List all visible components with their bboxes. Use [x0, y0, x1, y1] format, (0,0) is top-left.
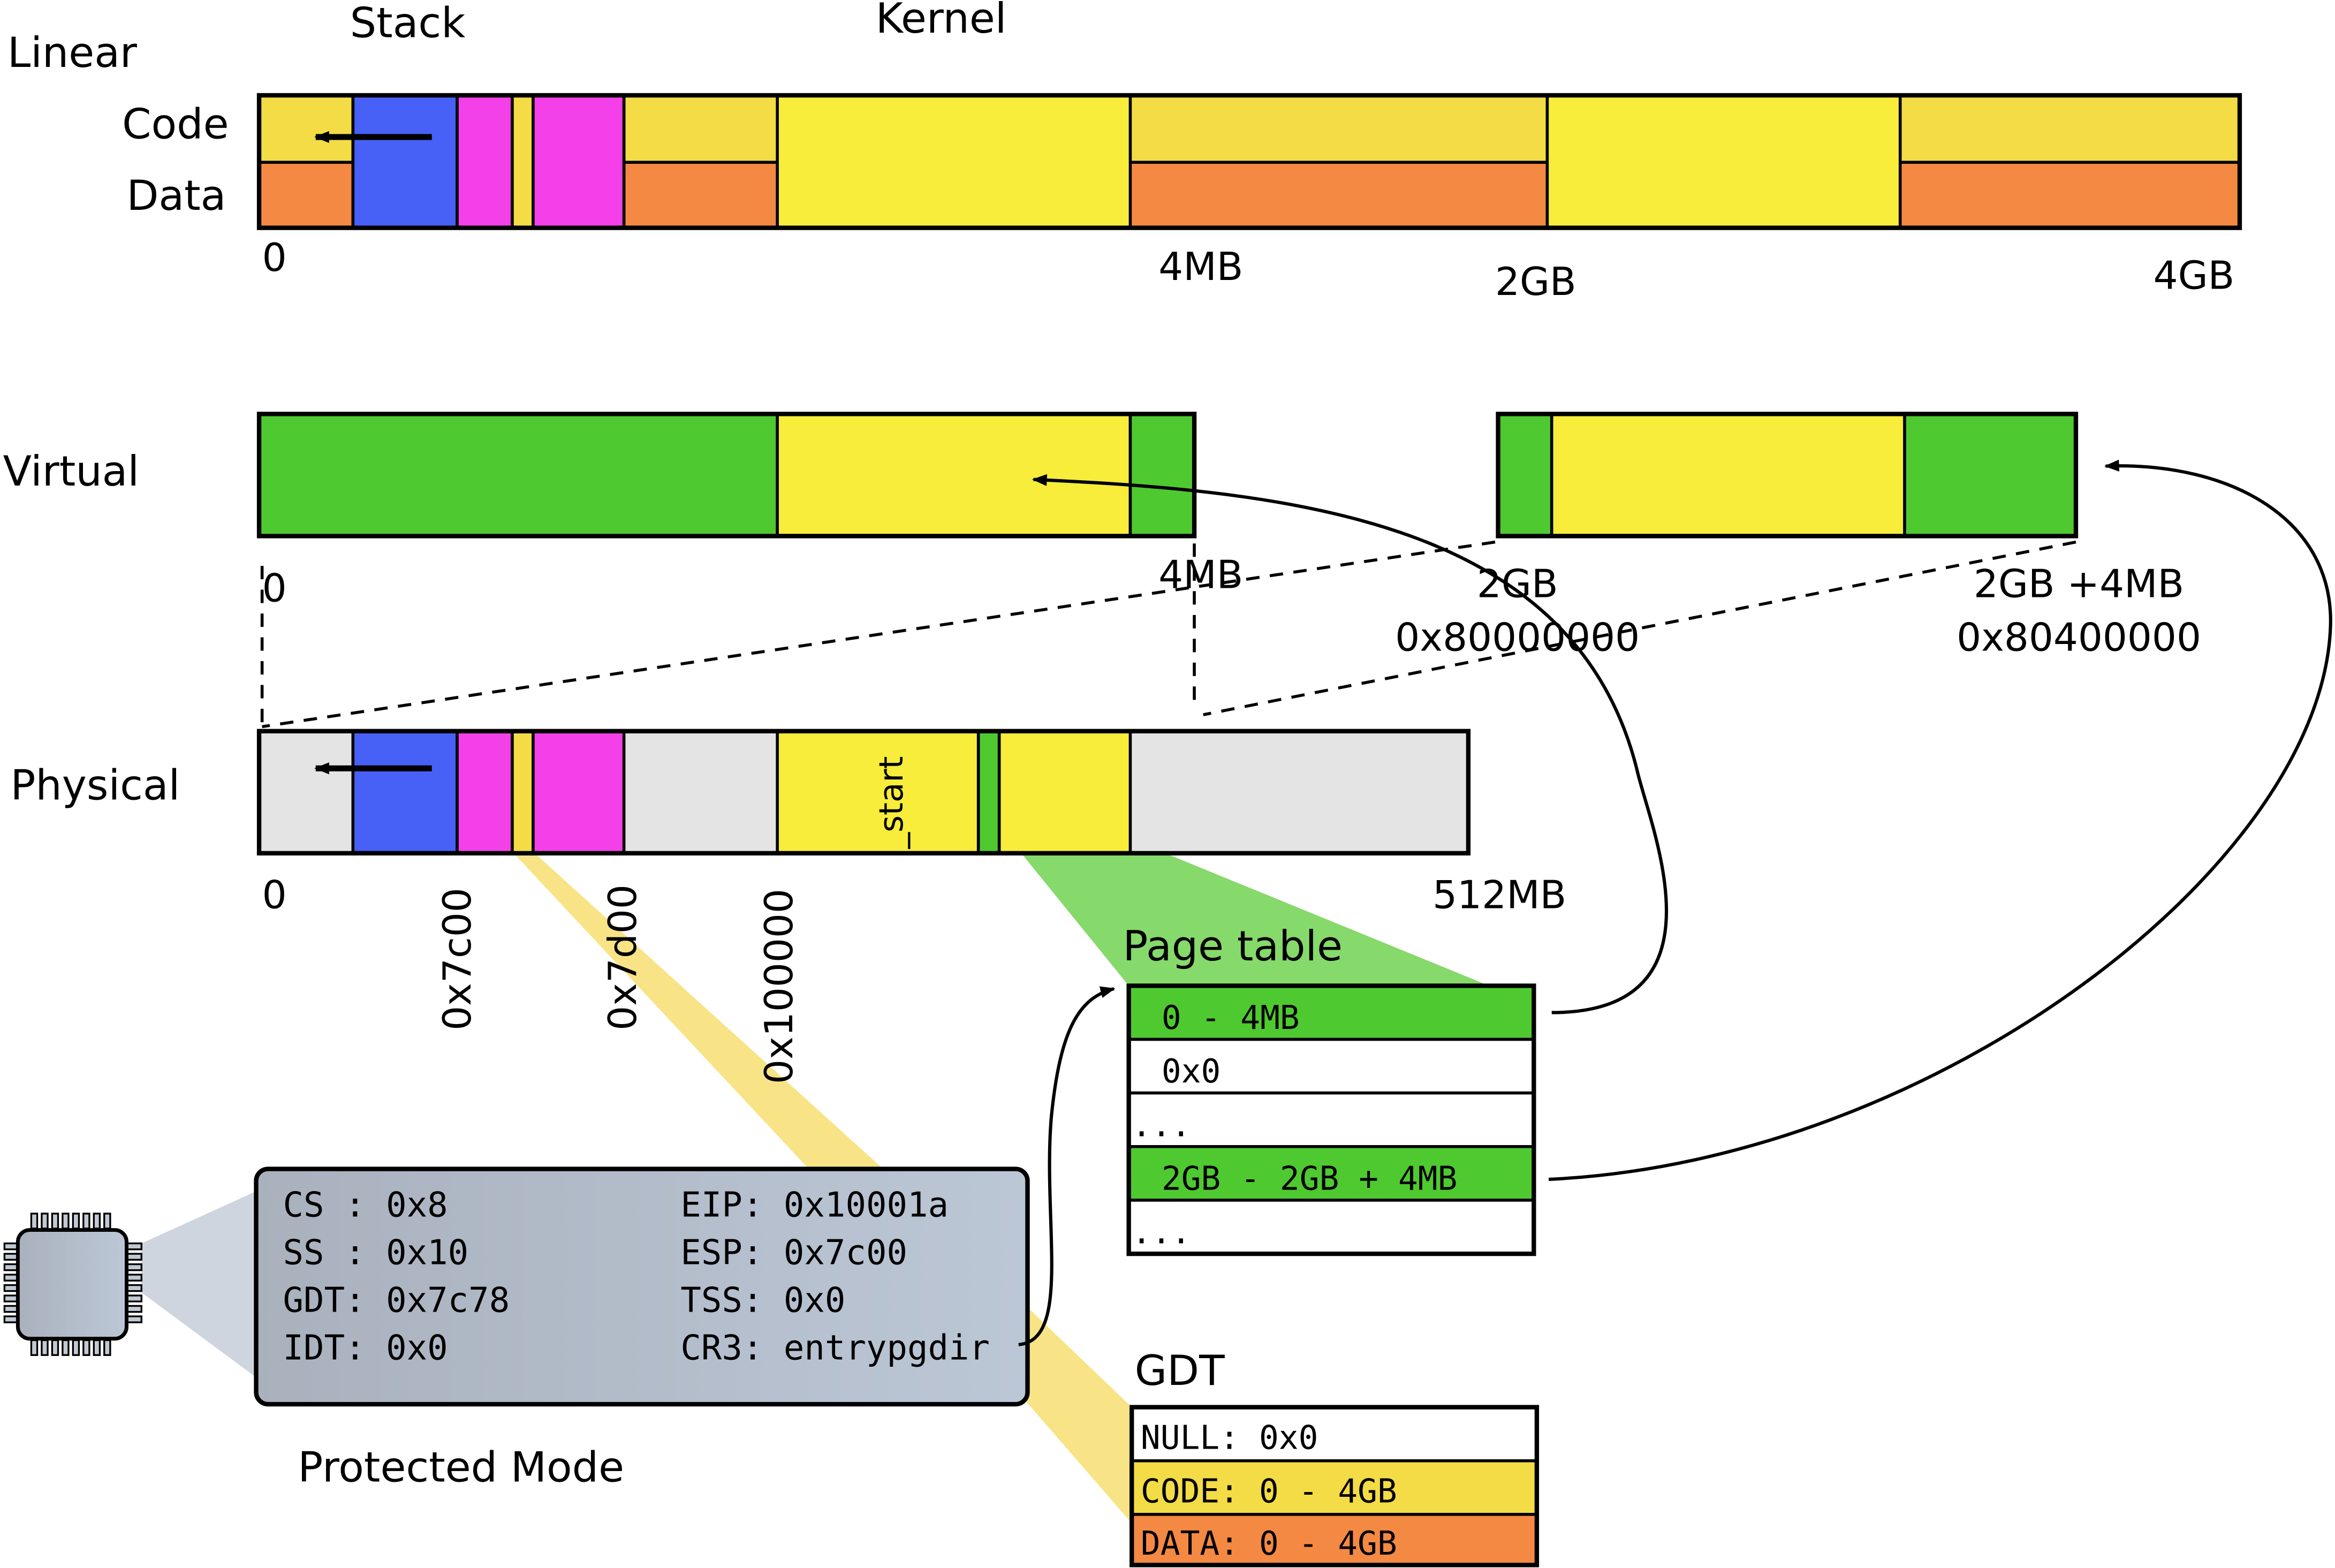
virtual-low-bar — [256, 412, 1197, 539]
page-table-low-to-virtual-arrow — [1032, 474, 1669, 1014]
linear-boot-block-2 — [532, 94, 626, 230]
page-table-projection — [1020, 852, 1489, 986]
register-eip: EIP: 0x10001a — [680, 1186, 949, 1225]
code-label: Code — [122, 101, 229, 149]
stack-label: Stack — [350, 0, 466, 48]
gdt-title: GDT — [1135, 1347, 1225, 1395]
virtual-high-bar — [1496, 412, 2079, 539]
physical-tick-0x100000: 0x100000 — [757, 889, 802, 1084]
gdt-row-text: CODE: 0 - 4GB — [1141, 1473, 1397, 1511]
virtual-kernel-low-block — [776, 412, 1132, 538]
physical-tick-0: 0 — [262, 873, 287, 918]
register-esp: ESP: 0x7c00 — [680, 1233, 907, 1273]
physical-tick-0x7c00: 0x7c00 — [435, 888, 480, 1031]
linear-address-bar — [256, 93, 2242, 230]
page-table-row — [1127, 1145, 1536, 1202]
virtual-kernel-high-block — [1550, 412, 1906, 538]
kernel-label: Kernel — [876, 0, 1007, 43]
cpu-projection — [141, 1191, 256, 1377]
virtual-tick-2gb-4mb: 2GB +4MB — [1974, 562, 2184, 607]
page-table-row-text: 0x0 — [1162, 1052, 1221, 1090]
linear-tick-4mb: 4MB — [1158, 245, 1243, 290]
physical-boot-block-1 — [456, 729, 514, 855]
cr3-to-page-table-arrow — [1018, 986, 1116, 1346]
register-cr3: CR3: entrypgdir — [680, 1329, 990, 1368]
data-label: Data — [126, 172, 226, 220]
register-gdt: GDT: 0x7c78 — [283, 1281, 510, 1321]
physical-tick-0x7d00: 0x7d00 — [601, 884, 646, 1031]
page-table-row-text: ... — [1132, 1214, 1191, 1252]
gdt-row-text: NULL: 0x0 — [1141, 1419, 1318, 1457]
linear-stack-block — [351, 94, 459, 230]
page-table-row — [1127, 1199, 1536, 1255]
virtual-label: Virtual — [3, 448, 139, 496]
register-tss: TSS: 0x0 — [680, 1281, 845, 1321]
physical-boot-block-2 — [532, 729, 626, 855]
page-table-row-text: 0 - 4MB — [1162, 999, 1300, 1037]
linear-tick-4gb: 4GB — [2154, 254, 2235, 299]
physical-address-bar — [256, 729, 1471, 856]
virtual-tick-4mb: 4MB — [1158, 553, 1243, 598]
virtual-tick-0: 0 — [262, 566, 287, 611]
page-table-high-to-virtual-arrow — [1549, 459, 2332, 1181]
page-table-row-text: 2GB - 2GB + 4MB — [1162, 1160, 1458, 1198]
virtual-tick-2gb-4mb-hex: 0x80400000 — [1957, 616, 2201, 661]
register-idt: IDT: 0x0 — [283, 1329, 448, 1368]
cpu-chip-icon — [3, 1213, 142, 1356]
protected-mode-label: Protected Mode — [298, 1444, 624, 1492]
start-label: _start — [873, 756, 911, 849]
register-ss: SS : 0x10 — [283, 1233, 469, 1273]
gdt-row-text: DATA: 0 - 4GB — [1141, 1525, 1397, 1563]
linear-kernel-high-block — [1545, 94, 1902, 230]
linear-boot-block-1 — [456, 94, 514, 230]
page-table: 0 - 4MB 0x0 ... 2GB - 2GB + 4MB ... — [1126, 983, 1536, 1256]
physical-label: Physical — [10, 762, 180, 810]
virtual-tick-2gb: 2GB — [1477, 562, 1558, 607]
page-table-title: Page table — [1123, 922, 1343, 971]
physical-stack-block — [351, 729, 459, 855]
gdt-table: NULL: 0x0 CODE: 0 - 4GB DATA: 0 - 4GB — [1129, 1405, 1540, 1567]
virtual-tick-2gb-hex: 0x80000000 — [1395, 616, 1640, 661]
mapping-dashed-lines — [260, 540, 2076, 729]
linear-tick-0: 0 — [262, 236, 287, 281]
physical-tick-512mb: 512MB — [1432, 873, 1566, 918]
linear-label: Linear — [7, 29, 138, 77]
linear-tick-2gb: 2GB — [1495, 260, 1576, 305]
physical-boot-gdt-block — [511, 729, 535, 855]
page-table-row-text: ... — [1132, 1106, 1191, 1144]
linear-kernel-low-block — [776, 94, 1132, 230]
physical-kernel-data-block — [997, 729, 1132, 855]
physical-entrypgdir-block — [976, 729, 1001, 855]
linear-boot-gdt-block — [511, 94, 535, 230]
cpu-registers-panel: CS : 0x8 SS : 0x10 GDT: 0x7c78 IDT: 0x0 … — [254, 1166, 1030, 1407]
register-cs: CS : 0x8 — [283, 1186, 448, 1225]
